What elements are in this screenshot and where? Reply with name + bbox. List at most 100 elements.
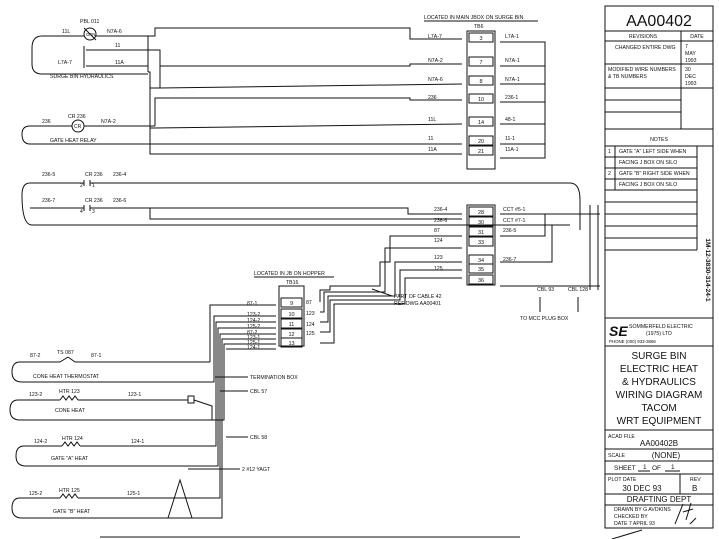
drawing-title: SURGE BIN ELECTRIC HEAT & HYDRAULICS WIR… <box>616 351 703 427</box>
tb6-terminal-label-3: 3 <box>479 36 482 42</box>
title-line-1: SURGE BIN <box>631 351 686 362</box>
tb6-terminal-label-20: 20 <box>478 139 484 145</box>
tb6-terminal-14 <box>468 116 494 127</box>
tb6-left-124: 124 <box>434 238 443 244</box>
heater1-right: 123-1 <box>128 392 141 398</box>
revision-2-date-month: DEC <box>685 74 696 80</box>
tb6-terminal-label-10: 10 <box>478 97 484 103</box>
drawn-by: DRAWN BY G AVDKINS <box>614 507 671 513</box>
heater-1-icon <box>59 395 79 401</box>
hyd-label: SURGE BIN HYDRAULICS <box>50 74 114 80</box>
tb6-left-11l: 11L <box>428 117 436 123</box>
tb6-terminal-31 <box>468 226 494 237</box>
heater1-label: CONE HEAT <box>55 408 86 414</box>
contact2-pin-b: 3 <box>92 209 95 215</box>
contact-2-icon <box>83 205 91 211</box>
notes-header: NOTES <box>650 137 668 143</box>
tb6-terminal-3 <box>468 32 494 43</box>
tb16-terminal-label-11: 11 <box>289 322 295 328</box>
acad-file: AA00402B <box>640 439 678 448</box>
heater3-right: 125-1 <box>127 491 140 497</box>
tb6-left-11: 11 <box>428 136 433 142</box>
tb6-right-l7a-1: L7A-1 <box>505 34 519 40</box>
tb6-left-n7a-6: N7A-6 <box>428 77 443 83</box>
tb6-right-11-1: 11-1 <box>505 136 515 142</box>
tb6-terminal-label-7: 7 <box>479 60 482 66</box>
tb16-terminal-11 <box>280 318 303 329</box>
company-name-line2: (1975) LTD <box>646 331 672 337</box>
revision-1-text: CHANGED ENTIRE DWG <box>615 45 676 51</box>
thermostat-ts: TS 087 <box>57 350 74 356</box>
tb6-terminal-label-8: 8 <box>479 79 482 85</box>
tb6-right-11a-1: 11A-1 <box>505 147 519 153</box>
hyd-wire-l7a-7: L7A-7 <box>58 60 72 66</box>
tb6-terminal-36 <box>468 274 494 285</box>
contact1-right: 236-4 <box>113 172 126 178</box>
contact-1-icon <box>83 180 91 186</box>
date-header: DATE <box>690 34 704 40</box>
heater2-htr: HTR 124 <box>62 436 83 442</box>
tb16-terminal-13 <box>280 337 303 348</box>
tb16-terminal-label-10: 10 <box>288 312 294 318</box>
tb6-right-cct7-1: CCT #7-1 <box>503 218 526 224</box>
tb16-location: LOCATED IN JB ON HOPPER <box>254 271 325 277</box>
tb6-terminal-35 <box>468 263 494 274</box>
tb16-right-123: 123 <box>306 311 315 317</box>
tb16-right-124: 124 <box>306 322 315 328</box>
tb16-left-87-1: 87-1 <box>247 301 257 307</box>
heater1-left: 123-2 <box>29 392 42 398</box>
cr-label: CR 236 <box>68 114 86 120</box>
termination-box-icon <box>187 395 195 404</box>
plot-date: 30 DEC 93 <box>622 484 662 493</box>
tb16-terminal-label-9: 9 <box>290 301 293 307</box>
drawing-number: AA00402 <box>626 13 692 30</box>
note-1-number: 1 <box>608 149 611 155</box>
tb6-terminal-20 <box>468 135 494 146</box>
note-2-line2: FACING J BOX ON SILO <box>619 182 677 188</box>
contact1-cr: CR 236 <box>85 172 103 178</box>
tb6-left-l7a-7: L7A-7 <box>428 34 442 40</box>
plot-date-label: PLOT DATE <box>608 477 637 483</box>
tb6-terminal-label-34: 34 <box>478 258 484 264</box>
cbl93-label: CBL 93 <box>537 287 554 293</box>
tb6-terminal-label-21: 21 <box>478 149 484 155</box>
title-line-5: TACOM <box>641 403 676 414</box>
contact2-left: 236-7 <box>42 198 55 204</box>
drafting-dept: DRAFTING DEPT <box>627 495 692 504</box>
revision-2-date-year: 1993 <box>685 81 697 87</box>
note-2-line1: GATE "B" RIGHT SIDE WHEN <box>619 171 690 177</box>
heater3-htr: HTR 125 <box>59 488 80 494</box>
notes-table: NOTES 1 GATE "A" LEFT SIDE WHEN FACING J… <box>605 137 713 251</box>
tb6-left-236-4: 236-4 <box>434 207 447 213</box>
tb16-left-124-2: 124-2 <box>247 318 260 324</box>
tb6-terminal-label-33: 33 <box>478 240 484 246</box>
company-logo: SE <box>609 323 628 339</box>
tb6-label: TB6 <box>474 24 484 30</box>
tb6-left-n7a-2: N7A-2 <box>428 58 443 64</box>
revisions-table: REVISIONS DATE CHANGED ENTIRE DWG 7 MAY … <box>605 31 713 130</box>
title-line-6: WRT EQUIPMENT <box>617 416 702 427</box>
tb6-right-n7a-1b: N7A-1 <box>505 77 520 83</box>
hyd-wire-11l: 11L <box>62 29 70 35</box>
relay-label: GATE HEAT RELAY <box>50 138 97 144</box>
tb6-left-87: 87 <box>434 228 440 234</box>
thermostat-left: 87-2 <box>30 353 40 359</box>
revision-1-date-month: MAY <box>685 51 696 57</box>
tb6-right-cct5-1: CCT #5-1 <box>503 207 526 213</box>
tb6-terminal-33 <box>468 236 494 247</box>
revision-2-line1: MODIFIED WIRE NUMBERS <box>608 67 676 73</box>
heater2-right: 124-1 <box>131 439 144 445</box>
tb6-terminal-label-36: 36 <box>478 278 484 284</box>
relay-wire-236: 236 <box>42 119 51 125</box>
heater-2-icon <box>61 441 81 447</box>
tb16-left-124-1: 124-1 <box>247 345 260 351</box>
cr-symbol: CR <box>74 124 82 130</box>
tb6-terminal-label-31: 31 <box>478 230 484 236</box>
heater2-left: 124-2 <box>34 439 47 445</box>
note-1-line1: GATE "A" LEFT SIDE WHEN <box>619 149 686 155</box>
title-block: AA00402 REVISIONS DATE CHANGED ENTIRE DW… <box>604 5 714 529</box>
revision-2-line2: & TB NUMBERS <box>608 74 647 80</box>
heater3-label: GATE "B" HEAT <box>53 509 91 515</box>
revisions-header: REVISIONS <box>629 34 658 40</box>
gate-heat-relay-circuit: CR 236 CR 236 N7A-2 GATE HEAT RELAY <box>21 97 462 145</box>
